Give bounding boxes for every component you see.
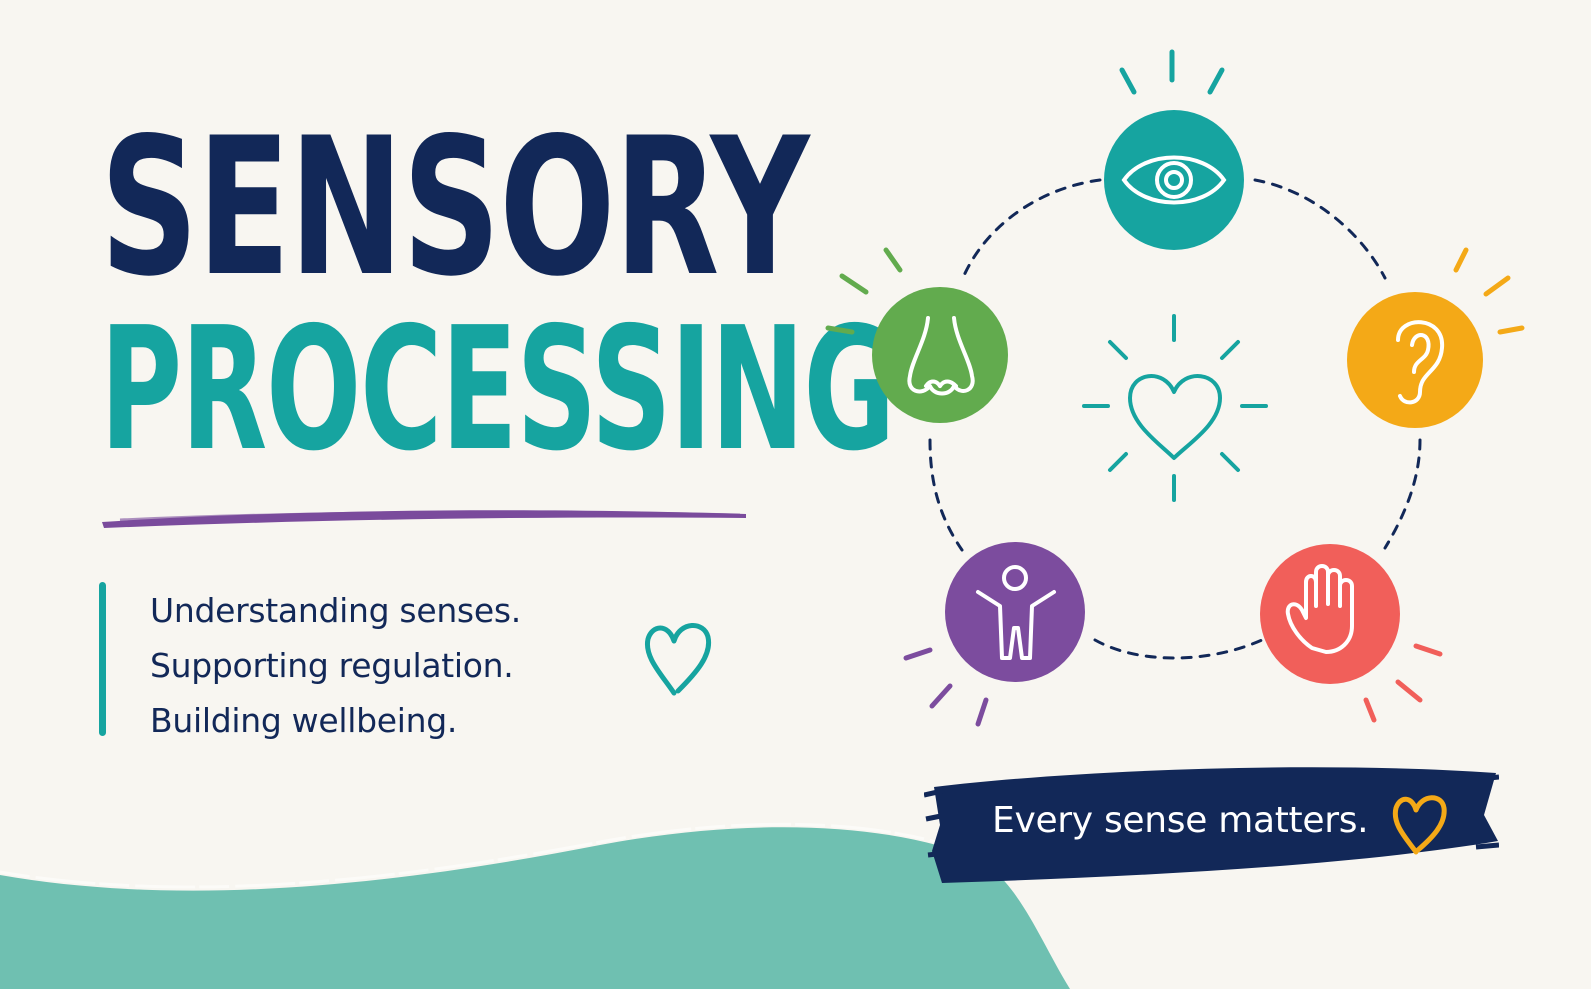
ear-node: [1347, 247, 1525, 428]
eye-icon: [1121, 155, 1227, 205]
body-icon: [976, 565, 1056, 660]
body-node: [903, 542, 1085, 727]
title-processing: PROCESSING: [100, 291, 895, 489]
tagline-line-2: Supporting regulation.: [150, 646, 514, 685]
tagline: Understanding senses. Supporting regulat…: [150, 583, 521, 748]
hand-icon: [1285, 564, 1354, 654]
senses-diagram: [825, 49, 1525, 727]
heart-icon: [644, 623, 712, 696]
ear-icon: [1396, 320, 1445, 405]
banner-text: Every sense matters.: [992, 800, 1369, 841]
tagline-line-1: Understanding senses.: [150, 591, 521, 630]
decorative-wave: [0, 822, 1070, 989]
eye-node: [1104, 49, 1244, 250]
tagline-line-3: Building wellbeing.: [150, 701, 458, 740]
nose-icon: [907, 316, 975, 396]
banner-brush: [924, 767, 1499, 883]
brush-underline: [102, 510, 746, 528]
heart-icon: [1392, 795, 1447, 855]
tagline-accent-bar: [99, 582, 106, 736]
center-heart-node: [1082, 314, 1268, 502]
heart-icon: [1128, 374, 1222, 460]
hand-node: [1260, 544, 1443, 723]
connector-ring: [928, 178, 1422, 660]
title-sensory: SENSORY: [100, 97, 810, 318]
nose-node: [825, 247, 1008, 423]
